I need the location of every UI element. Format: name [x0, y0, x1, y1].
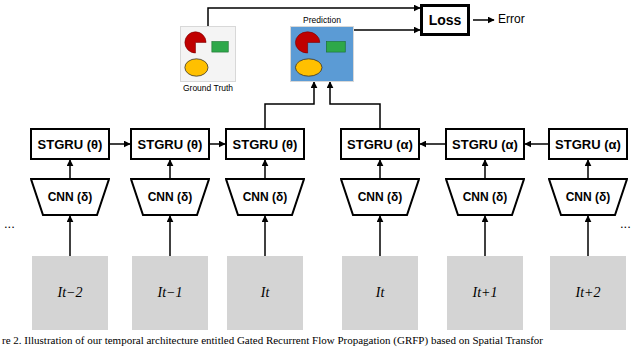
- stgru-box: STGRU (θ): [30, 128, 110, 160]
- trapezoid-shape: [446, 179, 524, 215]
- flow-arrow: [484, 216, 486, 256]
- flow-arrow: [354, 29, 420, 31]
- cnn-trapezoid: CNN (δ): [548, 178, 628, 216]
- trapezoid-shape: [31, 179, 109, 215]
- cnn-trapezoid: CNN (δ): [30, 178, 110, 216]
- segmentation-picture: [291, 27, 353, 81]
- box-label: CNN (δ): [243, 190, 288, 204]
- input-frame: It+1: [447, 256, 523, 330]
- loss-box: Loss: [420, 4, 470, 36]
- trapezoid-shape: [226, 179, 304, 215]
- box-label: CNN (δ): [148, 190, 193, 204]
- stgru-box: STGRU (θ): [130, 128, 210, 160]
- box-label: STGRU (α): [555, 137, 621, 152]
- ellipsis: ...: [4, 216, 15, 231]
- flow-arrow: [264, 160, 266, 178]
- frame-label: It−2: [58, 285, 83, 301]
- image-caption: Ground Truth: [183, 83, 233, 93]
- box-label: STGRU (θ): [233, 137, 298, 152]
- flow-arrow: [264, 216, 266, 256]
- ground-truth-image: Ground Truth: [180, 26, 236, 82]
- prediction-image: Prediction: [290, 26, 354, 82]
- flow-arrow: [379, 160, 381, 178]
- error-arrow: [473, 19, 494, 21]
- trapezoid-shape: [131, 179, 209, 215]
- green-segment: [212, 41, 228, 52]
- cnn-trapezoid: CNN (δ): [445, 178, 525, 216]
- flow-arrow: [484, 160, 486, 178]
- image-caption: Prediction: [303, 15, 341, 25]
- flow-arrow: [525, 143, 548, 145]
- stgru-box: STGRU (α): [445, 128, 525, 160]
- box-label: CNN (δ): [358, 190, 403, 204]
- green-segment: [326, 41, 345, 52]
- cnn-trapezoid: CNN (δ): [340, 178, 420, 216]
- box-label: CNN (δ): [48, 190, 93, 204]
- flow-arrow: [208, 8, 420, 26]
- input-frame: It: [227, 256, 303, 330]
- stgru-box: STGRU (θ): [225, 128, 305, 160]
- figure-caption: re 2. Illustration of our temporal archi…: [2, 334, 543, 346]
- stgru-box: STGRU (α): [340, 128, 420, 160]
- flow-arrow: [587, 160, 589, 178]
- box-label: Loss: [429, 12, 462, 28]
- flow-arrow: [210, 143, 225, 145]
- box-label: CNN (δ): [566, 190, 611, 204]
- input-frame: It−2: [32, 256, 108, 330]
- box-label: CNN (δ): [463, 190, 508, 204]
- box-label: STGRU (α): [452, 137, 518, 152]
- stgru-box: STGRU (α): [548, 128, 628, 160]
- flow-arrow: [169, 160, 171, 178]
- flow-arrow: [265, 82, 314, 128]
- segmentation-picture: [181, 27, 235, 81]
- trapezoid-shape: [549, 179, 627, 215]
- error-label: Error: [498, 12, 525, 26]
- box-label: STGRU (θ): [38, 137, 103, 152]
- frame-label: It+2: [576, 285, 601, 301]
- box-label: STGRU (α): [347, 137, 413, 152]
- flow-arrow: [169, 216, 171, 256]
- flow-arrow: [587, 216, 589, 256]
- yellow-segment: [295, 59, 322, 76]
- frame-label: It+1: [473, 285, 498, 301]
- flow-arrow: [330, 82, 380, 128]
- flow-arrow: [110, 143, 130, 145]
- red-segment: [295, 32, 319, 53]
- flow-arrow: [420, 143, 445, 145]
- input-frame: It−1: [132, 256, 208, 330]
- trapezoid-shape: [341, 179, 419, 215]
- yellow-segment: [185, 59, 208, 76]
- box-label: STGRU (θ): [138, 137, 203, 152]
- flow-arrow: [69, 160, 71, 178]
- red-segment: [185, 32, 206, 53]
- input-frame: It: [342, 256, 418, 330]
- ellipsis: ...: [620, 216, 631, 231]
- flow-arrow: [379, 216, 381, 256]
- input-frame: It+2: [550, 256, 626, 330]
- flow-arrow: [69, 216, 71, 256]
- cnn-trapezoid: CNN (δ): [130, 178, 210, 216]
- frame-label: It−1: [158, 285, 183, 301]
- frame-label: It: [376, 285, 385, 301]
- cnn-trapezoid: CNN (δ): [225, 178, 305, 216]
- frame-label: It: [261, 285, 270, 301]
